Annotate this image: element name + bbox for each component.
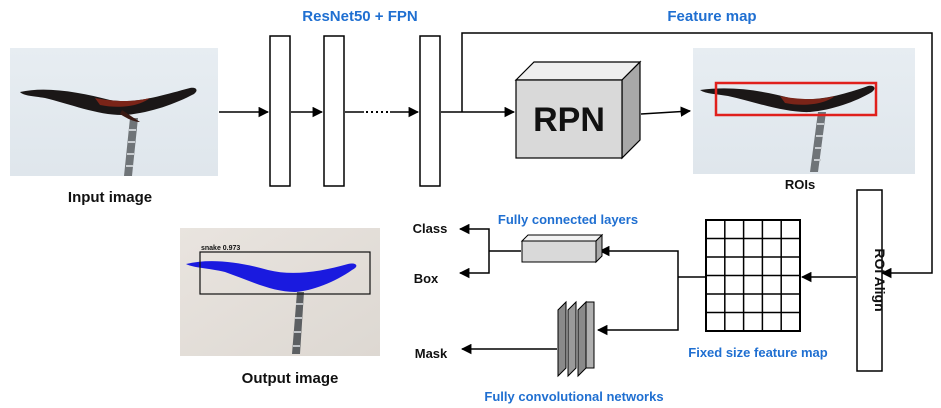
arrow-to-box	[458, 251, 490, 279]
fcn-label: Fully convolutional networks	[484, 389, 663, 404]
backbone-layer-n	[419, 35, 441, 187]
box-label: Box	[414, 271, 439, 286]
roi-align-block	[856, 189, 883, 372]
fully-connected-block	[520, 233, 604, 264]
fully-connected-label: Fully connected layers	[498, 212, 638, 227]
rois-image	[693, 48, 915, 174]
fixed-size-feature-map-label: Fixed size feature map	[688, 345, 827, 360]
output-image: snake 0.973	[180, 228, 380, 356]
feature-map-label: Feature map	[667, 8, 756, 25]
output-detection-box	[199, 251, 371, 295]
arrow-to-class	[458, 223, 490, 251]
rpn-label: RPN	[533, 101, 605, 139]
roi-box	[714, 81, 878, 117]
mask-label: Mask	[415, 346, 448, 361]
roi-align-label: ROI Align	[872, 248, 888, 311]
input-image-label: Input image	[68, 189, 152, 206]
input-image	[10, 48, 218, 176]
backbone-layer-2	[323, 35, 345, 187]
class-label: Class	[413, 221, 448, 236]
backbone-layer-1	[269, 35, 291, 187]
feature-map-bypass-line	[461, 32, 933, 279]
output-image-label: Output image	[242, 370, 339, 387]
backbone-label: ResNet50 + FPN	[302, 8, 417, 25]
arrow-grid-to-fc	[598, 245, 679, 277]
rpn-block	[514, 60, 642, 160]
rois-label: ROIs	[785, 177, 815, 192]
arrow-grid-to-fcn	[596, 277, 679, 336]
arrow-rpn-to-rois	[640, 106, 692, 117]
fcn-block	[557, 300, 595, 378]
detection-score-label: snake 0.973	[201, 245, 240, 252]
fixed-size-feature-grid	[705, 219, 801, 332]
